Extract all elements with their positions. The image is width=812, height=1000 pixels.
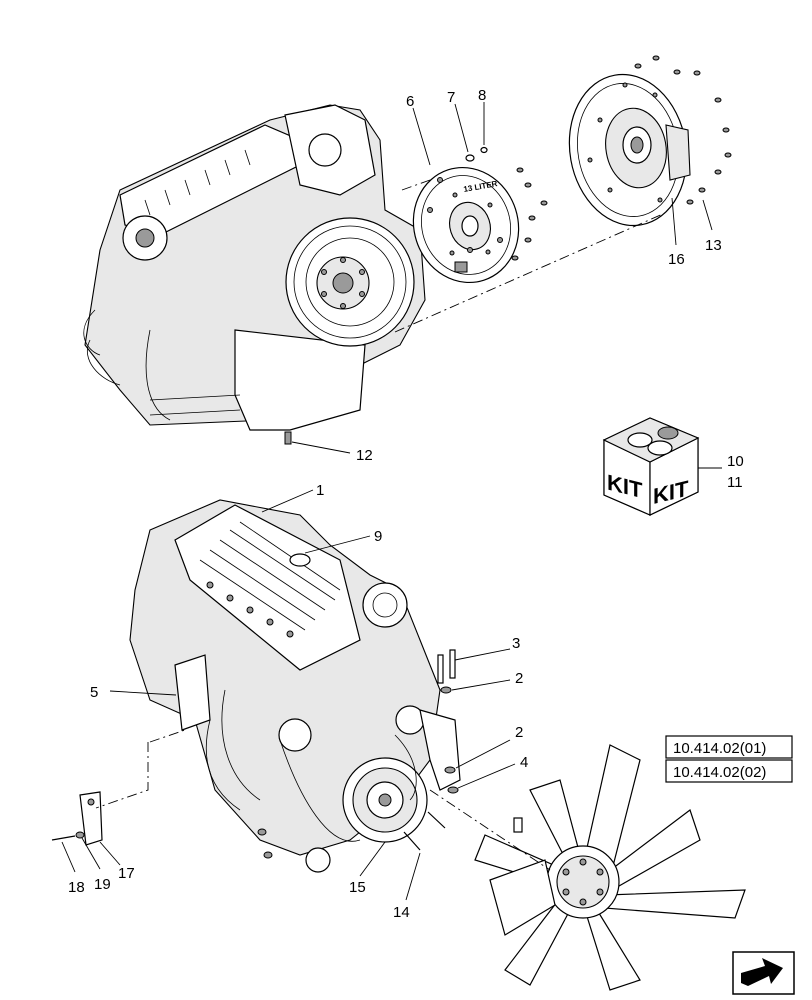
lower-assembly-lines <box>95 729 551 871</box>
flexplate-bolts <box>465 146 548 261</box>
upper-assembly-line <box>394 179 666 333</box>
callout-14: 14 <box>393 904 410 921</box>
kit-box: KIT KIT <box>602 417 722 516</box>
callout-11: 11 <box>727 474 743 491</box>
lower-leaders <box>61 489 516 901</box>
callout-18: 18 <box>68 879 85 896</box>
callouts: 6 7 8 16 13 12 10 11 1 9 3 2 5 2 4 17 19… <box>68 87 744 921</box>
callout-2b: 2 <box>515 724 523 741</box>
reference-link-1[interactable]: 10.414.02(01) <box>673 740 766 757</box>
lower-engine-block <box>129 499 461 873</box>
callout-2a: 2 <box>515 670 523 687</box>
next-page-button[interactable] <box>732 951 795 995</box>
callout-4: 4 <box>520 754 528 771</box>
arrow-icon <box>741 958 783 986</box>
lower-bolts <box>51 649 459 859</box>
callout-13: 13 <box>705 237 722 254</box>
callout-16: 16 <box>668 251 685 268</box>
callout-17: 17 <box>118 865 135 882</box>
reference-box-2[interactable]: 10.414.02(02) <box>665 759 793 783</box>
adapter-plate <box>568 73 691 227</box>
callout-12: 12 <box>356 447 373 464</box>
callout-3: 3 <box>512 635 520 652</box>
callout-8: 8 <box>478 87 486 104</box>
upper-leaders <box>291 102 713 454</box>
cooling-fan <box>474 744 746 991</box>
reference-box-1[interactable]: 10.414.02(01) <box>665 735 793 759</box>
callout-1: 1 <box>316 482 324 499</box>
callout-10: 10 <box>727 453 744 470</box>
callout-7: 7 <box>447 89 455 106</box>
adapter-bolts <box>634 55 732 205</box>
callout-5: 5 <box>90 684 98 701</box>
flexplate: 13 LITER <box>412 166 520 284</box>
callout-6: 6 <box>406 93 414 110</box>
callout-19: 19 <box>94 876 111 893</box>
reference-link-2[interactable]: 10.414.02(02) <box>673 764 766 781</box>
callout-9: 9 <box>374 528 382 545</box>
upper-engine-block <box>83 104 426 445</box>
callout-15: 15 <box>349 879 366 896</box>
